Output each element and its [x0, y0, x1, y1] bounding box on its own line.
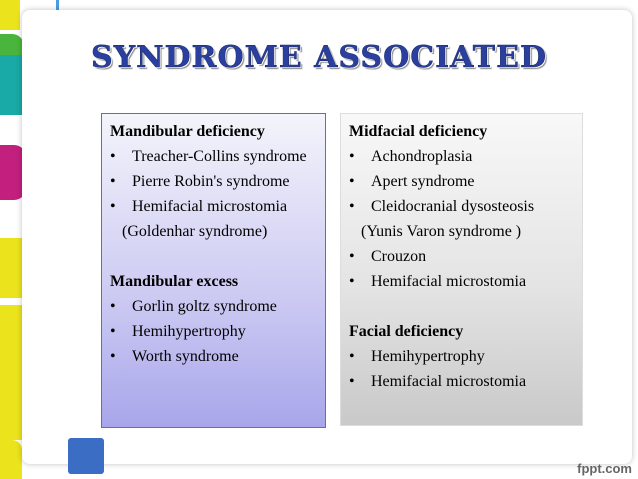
- deco-stripe-magenta: [0, 145, 26, 200]
- section-gap: [110, 244, 317, 269]
- list-item: Worth syndrome: [110, 344, 317, 369]
- list-item: Gorlin goltz syndrome: [110, 294, 317, 319]
- midfacial-deficiency-list: Achondroplasia Apert syndrome Cleidocran…: [349, 144, 574, 219]
- list-item: Cleidocranial dysosteosis: [349, 194, 574, 219]
- slide-title: SYNDROME ASSOCIATED: [91, 40, 547, 76]
- list-item: Hemifacial microstomia: [110, 194, 317, 219]
- mandibular-excess-list: Gorlin goltz syndrome Hemihypertrophy Wo…: [110, 294, 317, 369]
- deco-stripe-yellow: [0, 0, 20, 30]
- section-gap: [349, 294, 574, 319]
- list-item: Pierre Robin's syndrome: [110, 169, 317, 194]
- midfacial-deficiency-heading: Midfacial deficiency: [349, 123, 488, 140]
- list-item: Treacher-Collins syndrome: [110, 144, 317, 169]
- mandibular-deficiency-list: Treacher-Collins syndrome Pierre Robin's…: [110, 144, 317, 219]
- mandibular-deficiency-heading: Mandibular deficiency: [110, 123, 265, 140]
- facial-deficiency-list: Hemihypertrophy Hemifacial microstomia: [349, 344, 574, 394]
- yunis-varon-note: (Yunis Varon syndrome ): [361, 223, 522, 240]
- goldenhar-note: (Goldenhar syndrome): [122, 223, 268, 240]
- facial-deficiency-heading: Facial deficiency: [349, 323, 464, 340]
- left-box: Mandibular deficiency Treacher-Collins s…: [101, 113, 326, 428]
- deco-square-blue: [68, 438, 104, 474]
- list-item: Hemihypertrophy: [110, 319, 317, 344]
- list-item: Achondroplasia: [349, 144, 574, 169]
- right-box: Midfacial deficiency Achondroplasia Aper…: [340, 113, 583, 426]
- fppt-watermark: fppt.com: [577, 461, 632, 476]
- list-item: Hemifacial microstomia: [349, 269, 574, 294]
- mandibular-excess-heading: Mandibular excess: [110, 273, 239, 290]
- list-item: Hemifacial microstomia: [349, 369, 574, 394]
- list-item: Apert syndrome: [349, 169, 574, 194]
- midfacial-deficiency-list-cont: Crouzon Hemifacial microstomia: [349, 244, 574, 294]
- list-item: Crouzon: [349, 244, 574, 269]
- list-item: Hemihypertrophy: [349, 344, 574, 369]
- deco-stripe-yellow-4: [0, 440, 22, 479]
